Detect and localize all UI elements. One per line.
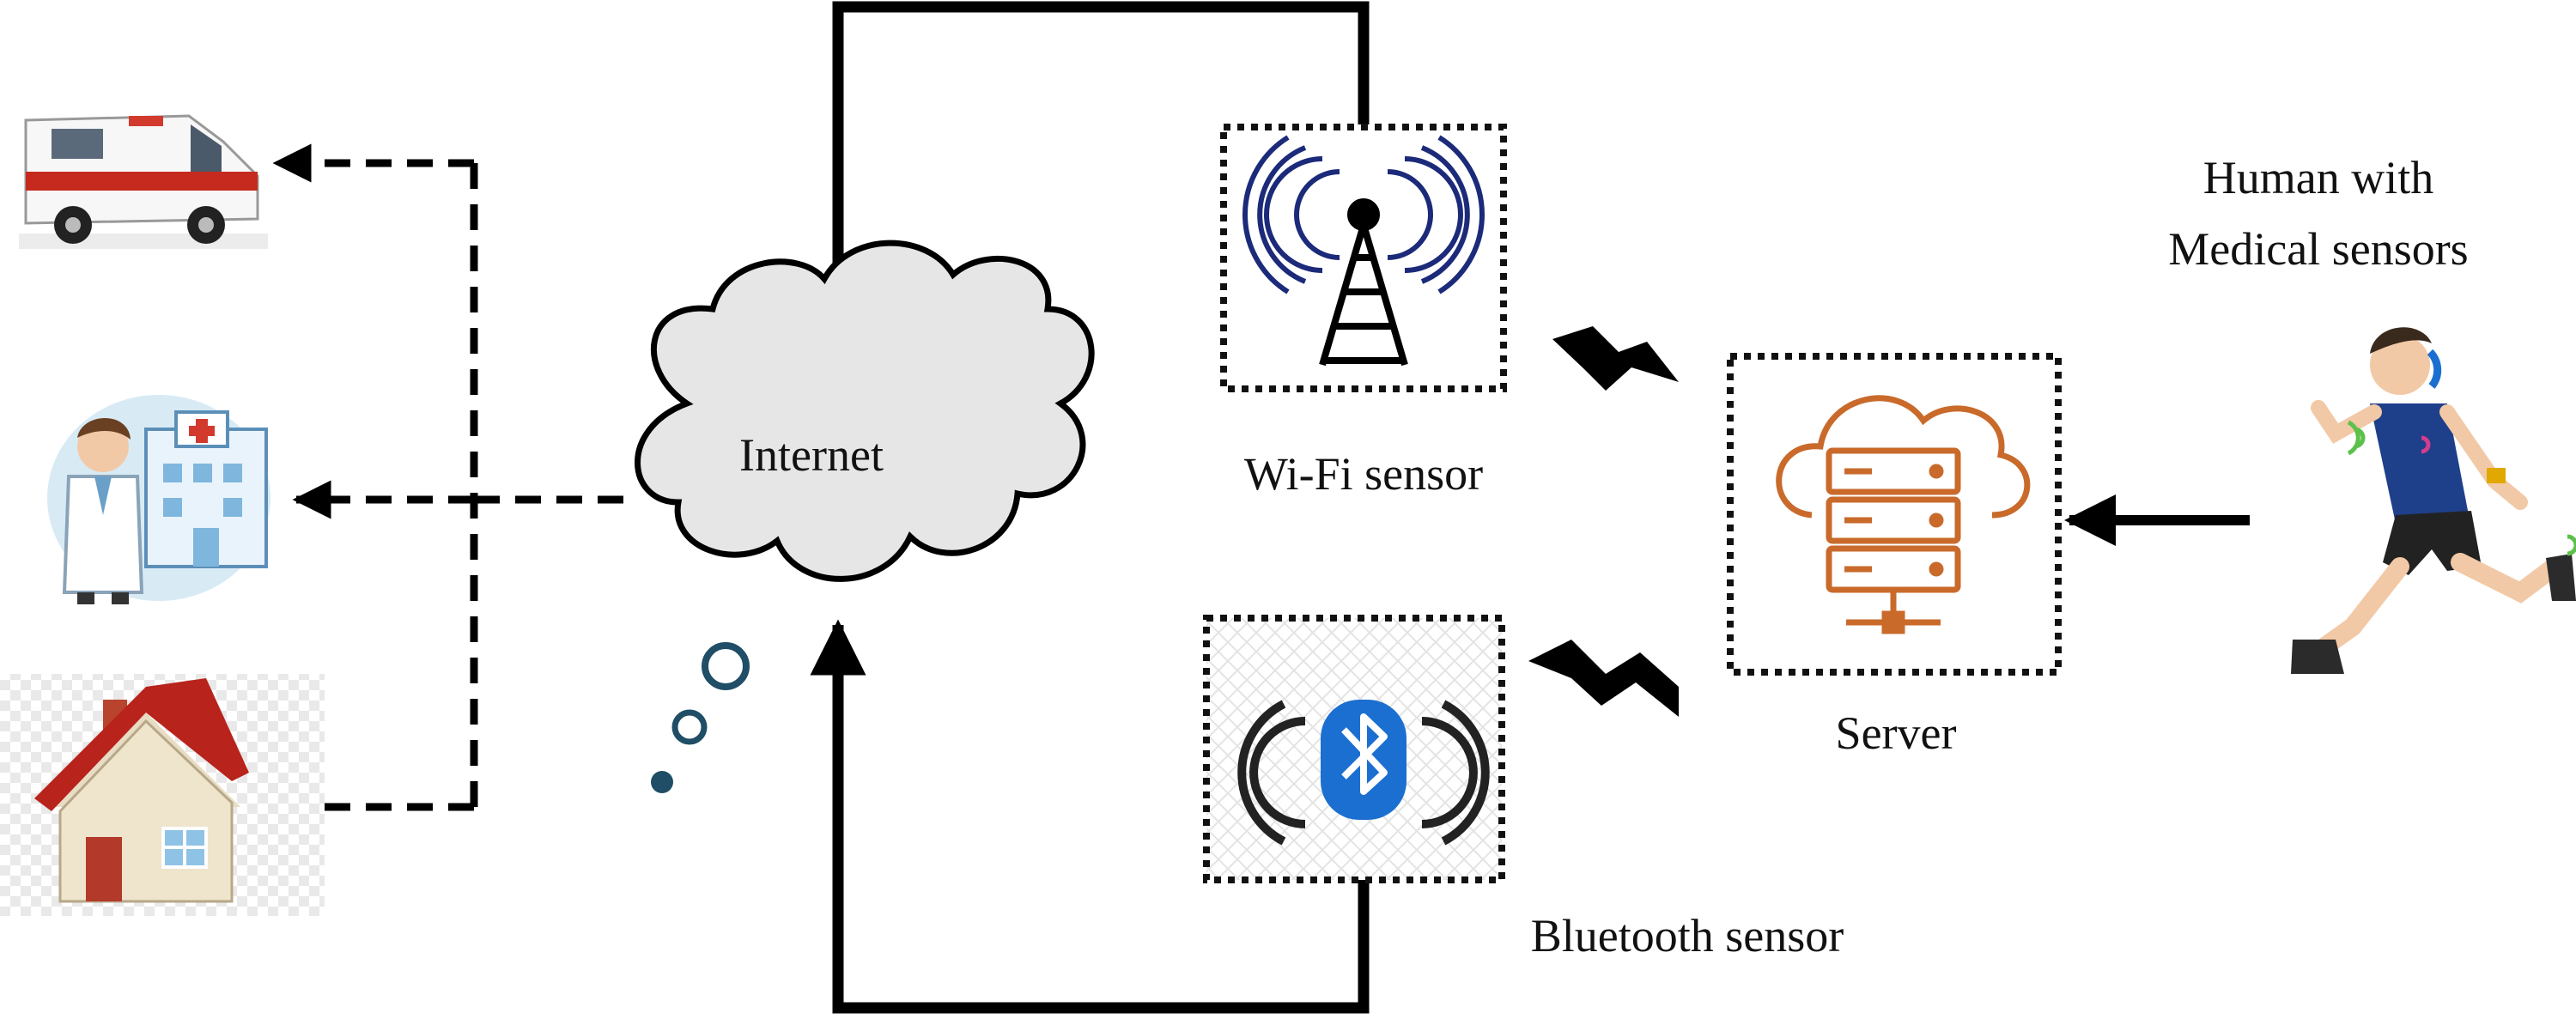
bluetooth-icon (1237, 700, 1490, 846)
doctor-hospital-node (47, 395, 270, 604)
thought-bubble-large (702, 642, 750, 690)
house-icon (34, 678, 249, 903)
server-node: Server (1727, 353, 2062, 759)
cloud-icon (635, 240, 1095, 582)
running-person-icon (2291, 327, 2576, 674)
wireless-signals (1528, 326, 1679, 717)
dashed-connectors (272, 143, 623, 827)
internet-cloud: Internet (635, 240, 1095, 793)
home-node (0, 674, 325, 916)
lightning-bolt-icon (1552, 326, 1679, 391)
server-label: Server (1836, 707, 1957, 759)
thought-bubble-small (651, 771, 673, 793)
lightning-bolt-icon (1528, 640, 1679, 717)
human-label-line1: Human with (2203, 152, 2433, 203)
antenna-mast (1319, 198, 1408, 367)
solid-connectors (810, 1, 2250, 1014)
bluetooth-sensor-node: Bluetooth sensor (1203, 615, 1844, 961)
wifi-sensor-label: Wi-Fi sensor (1244, 448, 1483, 500)
bluetooth-sensor-label: Bluetooth sensor (1531, 910, 1844, 961)
wifi-to-internet-line (810, 1, 1370, 354)
bluetooth-to-internet-line (810, 619, 1370, 1014)
thought-bubble-medium (671, 709, 708, 745)
doctor-hospital-icon (62, 410, 268, 604)
wifi-sensor-node: Wi-Fi sensor (1220, 124, 1507, 500)
human-node: Human with Medical sensors (2168, 152, 2576, 674)
cloud-server-icon (1776, 395, 2031, 634)
human-label-line2: Medical sensors (2168, 223, 2468, 275)
ambulance-icon (24, 114, 259, 244)
ambulance-node (19, 114, 268, 249)
internet-label: Internet (739, 429, 884, 481)
wifi-tower-icon (1242, 135, 1485, 294)
